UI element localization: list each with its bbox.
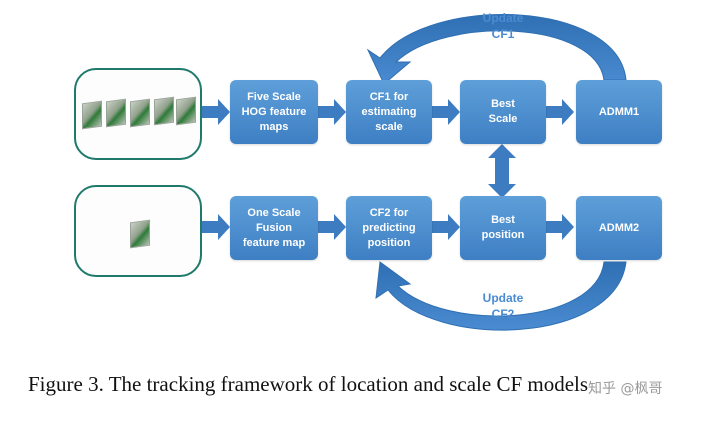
arrow-img1-to-feature1 xyxy=(202,99,230,125)
scale-patch-1 xyxy=(82,100,102,130)
input-image-one-scale xyxy=(74,185,202,277)
best-scale-box: Best Scale xyxy=(460,80,546,144)
one-scale-fusion-box: One Scale Fusion feature map xyxy=(230,196,318,260)
figure-caption: Figure 3. The tracking framework of loca… xyxy=(28,372,589,396)
arrow-feature2-to-cf2 xyxy=(318,214,346,240)
arrow-best1-to-admm1 xyxy=(546,99,574,125)
scale-patch-single xyxy=(130,219,150,249)
admm1-box: ADMM1 xyxy=(576,80,662,144)
update-cf1-label: Update CF1 xyxy=(482,11,524,41)
scale-patch-5 xyxy=(176,96,196,126)
watermark: 知乎 @枫哥 xyxy=(588,381,663,397)
arrow-cf2-to-best2 xyxy=(432,214,460,240)
cf1-estimating-scale-box: CF1 for estimating scale xyxy=(346,80,432,144)
scale-patch-4 xyxy=(154,96,174,126)
cf2-predicting-position-box: CF2 for predicting position xyxy=(346,196,432,260)
double-arrow-best-link xyxy=(488,144,516,198)
admm2-box: ADMM2 xyxy=(576,196,662,260)
scale-patch-2 xyxy=(106,98,126,128)
five-scale-hog-box: Five Scale HOG feature maps xyxy=(230,80,318,144)
best-position-box: Best position xyxy=(460,196,546,260)
arrow-feature1-to-cf1 xyxy=(318,99,346,125)
arrow-best2-to-admm2 xyxy=(546,214,574,240)
input-image-five-scale xyxy=(74,68,202,160)
scale-patch-3 xyxy=(130,98,150,128)
feedback-arc-cf1 xyxy=(366,14,627,85)
arrow-img2-to-feature2 xyxy=(202,214,230,240)
update-cf2-label: Update CF2 xyxy=(482,291,524,321)
arrow-cf1-to-best1 xyxy=(432,99,460,125)
feedback-arc-cf2 xyxy=(375,261,627,331)
